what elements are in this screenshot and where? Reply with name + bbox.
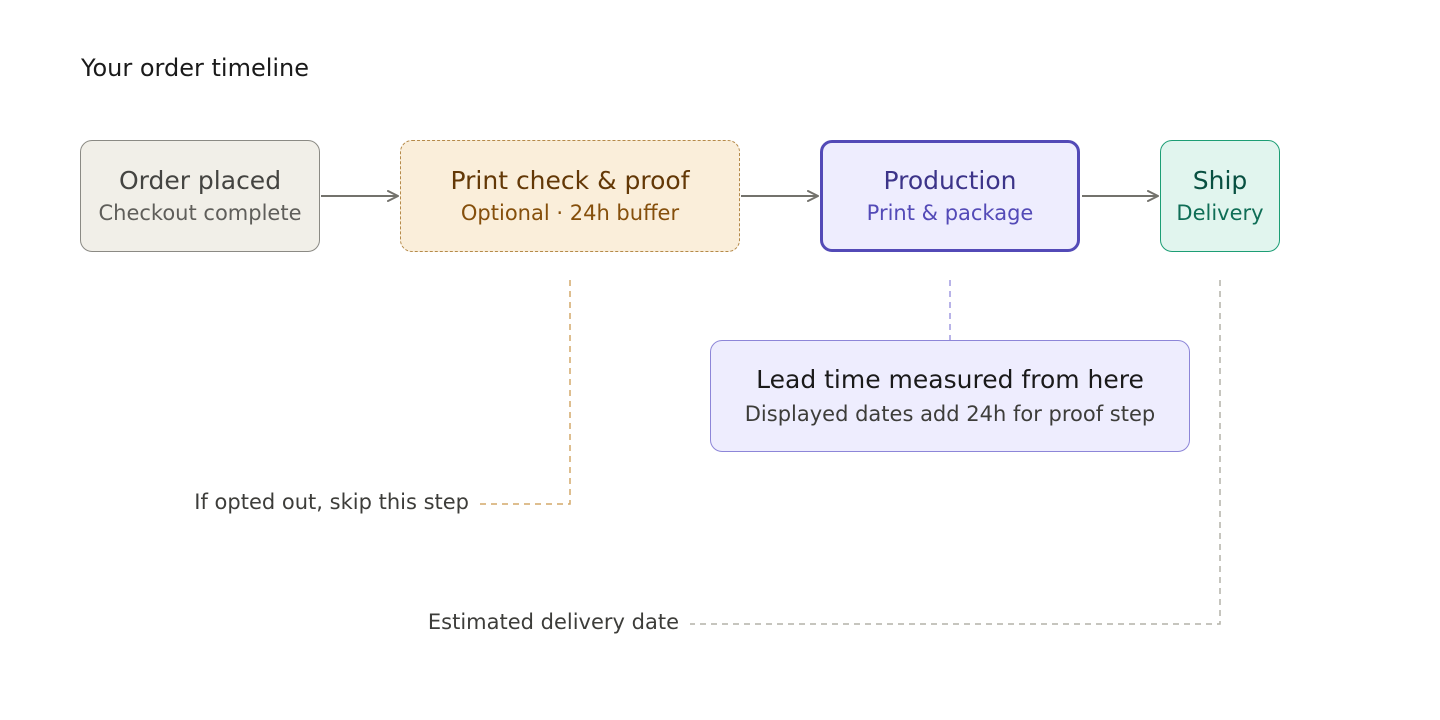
step-title: Production [883,166,1017,195]
callout-title: Lead time measured from here [756,365,1144,394]
step-subtitle: Optional · 24h buffer [460,201,680,225]
skip-step-note: If opted out, skip this step [194,490,469,514]
ship-leader-line [690,280,1221,625]
step-subtitle: Print & package [866,201,1034,225]
step-production: Production Print & package [820,140,1080,252]
callout-subtitle: Displayed dates add 24h for proof step [744,402,1156,426]
step-title: Ship [1192,166,1248,195]
step-order-placed: Order placed Checkout complete [80,140,320,252]
step-ship: Ship Delivery [1160,140,1280,252]
proof-leader-line [480,280,571,505]
estimated-delivery-note: Estimated delivery date [427,610,679,634]
step-subtitle: Checkout complete [98,201,302,225]
lead-time-callout: Lead time measured from here Displayed d… [710,340,1190,452]
step-title: Print check & proof [450,166,690,195]
step-title: Order placed [118,166,282,195]
diagram-heading: Your order timeline [81,54,310,82]
step-subtitle: Delivery [1176,201,1264,225]
step-print-check-proof: Print check & proof Optional · 24h buffe… [400,140,740,252]
